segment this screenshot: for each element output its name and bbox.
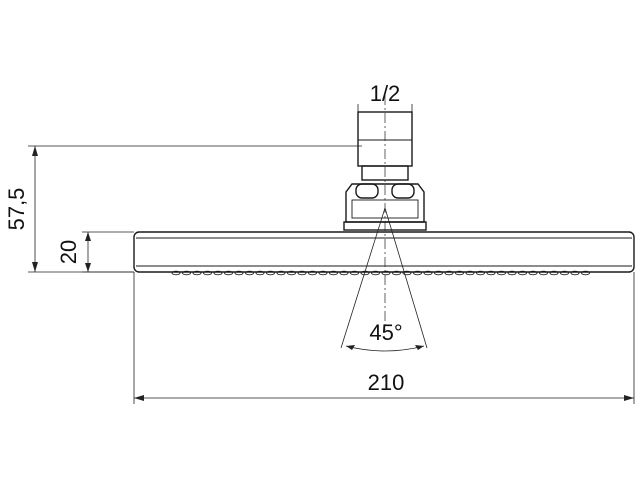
nozzle [381,270,391,276]
nozzle [444,270,454,276]
nozzle [308,270,317,276]
nozzle [276,270,286,276]
nozzle [518,270,527,276]
nozzle [255,270,265,276]
nozzle [402,270,412,276]
nozzle [350,270,359,276]
nozzle [560,270,569,276]
shower-head-plate [133,231,635,276]
nozzle [497,270,506,276]
nozzle [192,270,202,276]
nozzle [371,270,380,276]
nozzle [234,270,244,276]
thread-dimension [357,104,413,112]
total-height-label: 57,5 [4,188,29,231]
nozzle [549,270,559,276]
spray-angle-dimension [340,207,428,352]
nozzle [329,270,338,276]
nozzle [539,270,548,276]
nozzle [455,270,464,276]
nozzle [476,270,485,276]
thread-label: 1/2 [370,81,401,106]
width-dimension [133,272,635,404]
head-thickness-dimension [82,231,134,273]
nozzle [339,270,349,276]
nozzle [287,270,296,276]
nozzle [413,270,422,276]
nozzle [182,270,191,276]
nozzle [423,270,433,276]
nozzle [392,270,401,276]
nozzle [213,270,223,276]
head-thickness-label: 20 [56,240,81,264]
nozzle [297,270,307,276]
nozzle [465,270,475,276]
nozzle [245,270,254,276]
nozzle [528,270,538,276]
nozzle [507,270,517,276]
nozzle [171,270,181,276]
nozzle [318,270,328,276]
spray-angle-label: 45° [369,320,402,345]
nozzle [266,270,275,276]
spray-nozzles [171,270,590,276]
nozzle [581,270,590,276]
width-label: 210 [368,370,405,395]
nozzle [203,270,212,276]
nozzle [224,270,233,276]
nozzle [434,270,443,276]
nozzle [486,270,496,276]
nozzle [570,270,580,276]
